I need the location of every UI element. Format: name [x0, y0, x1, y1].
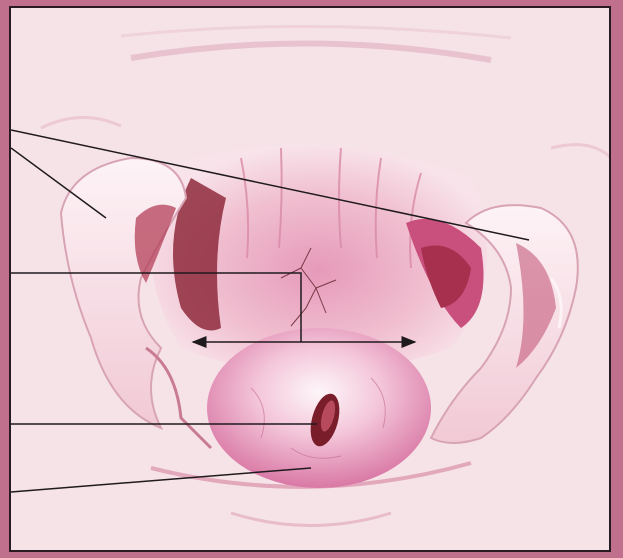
cervix-illustration: [11, 8, 611, 552]
figure-frame: [9, 6, 611, 552]
